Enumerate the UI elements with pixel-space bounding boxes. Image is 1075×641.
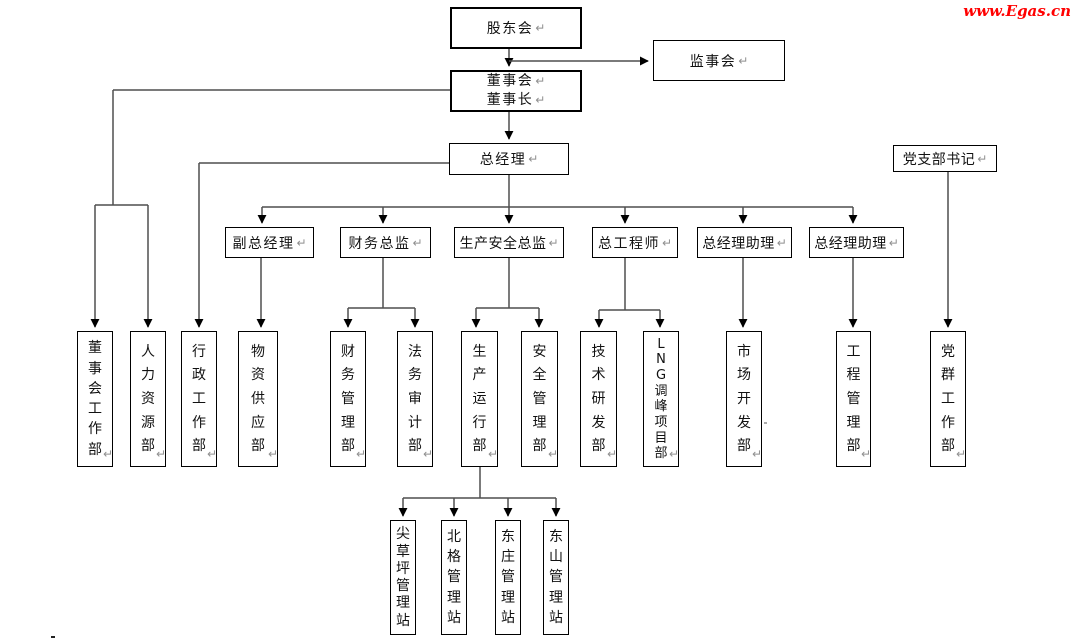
dept-hr: 人力资源部 ↵ [130,331,166,467]
stray-dot [764,422,767,424]
station-jiancaoping: 尖草坪管理站 [390,520,416,635]
node-label: 物资供应部 [251,343,265,455]
node-label: 党群工作部 [941,343,955,455]
return-mark: ↵ [860,447,871,461]
node-label: 总经理助理 [702,235,775,252]
dept-production-operation: 生产运行部 ↵ [461,331,498,467]
node-label: 行政工作部 [192,343,206,455]
dept-finance: 财务管理部 ↵ [330,331,366,467]
node-label: 安全管理部 [532,343,547,455]
node-general-manager: 总经理↵ [449,143,569,175]
return-mark: ↵ [955,447,966,461]
return-mark: ↵ [661,235,673,250]
node-label: 总经理 [479,152,527,168]
node-chief-engineer: 总工程师↵ [592,227,678,258]
node-board-chairman: 董事会↵ 董事长↵ [450,70,582,112]
node-label: 副总经理 [232,235,295,252]
node-label: 东庄管理站 [501,529,515,626]
dept-rd: 技术研发部 ↵ [580,331,617,467]
return-mark: ↵ [102,447,113,461]
node-supervisory-board: 监事会↵ [653,40,785,81]
node-label: 市场开发部 [737,343,751,455]
node-label: 董事长 [486,92,534,108]
node-deputy-gm: 副总经理↵ [225,227,314,258]
return-mark: ↵ [606,447,617,461]
return-mark: ↵ [535,74,546,88]
dept-market-development: 市场开发部 ↵ [726,331,762,467]
return-mark: ↵ [355,447,366,461]
return-mark: ↵ [487,447,498,461]
node-production-safety-director: 生产安全总监↵ [454,227,564,258]
stray-dot [51,636,55,638]
return-mark: ↵ [535,21,546,35]
node-label: 财务管理部 [341,343,355,455]
node-gm-assistant-1: 总经理助理↵ [697,227,792,258]
return-mark: ↵ [528,152,539,166]
arrow-wires [90,49,953,517]
return-mark: ↵ [206,447,217,461]
watermark: www.Egas.cn [963,2,1071,20]
return-mark: ↵ [548,235,559,250]
station-beige: 北格管理站 [441,520,467,635]
node-label: 党支部书记 [902,151,976,168]
return-mark: ↵ [155,447,166,461]
return-mark: ↵ [977,151,988,166]
node-label: 总工程师 [597,235,660,252]
return-mark: ↵ [888,235,899,250]
node-label: 股东会 [486,21,534,37]
plain-wires [95,89,853,499]
return-mark: ↵ [535,93,546,107]
node-party-branch-secretary: 党支部书记↵ [893,145,997,172]
node-label: 法务审计部 [408,343,422,455]
node-shareholders: 股东会↵ [450,7,582,49]
dept-legal-audit: 法务审计部 ↵ [397,331,433,467]
node-label: 人力资源部 [141,343,155,455]
return-mark: ↵ [668,447,679,461]
return-mark: ↵ [751,447,762,461]
node-label: 技术研发部 [591,343,606,455]
dept-administration: 行政工作部 ↵ [181,331,217,467]
station-dongzhuang: 东庄管理站 [495,520,521,635]
node-label: 东山管理站 [549,529,563,626]
return-mark: ↵ [738,53,749,68]
return-mark: ↵ [776,235,787,250]
return-mark: ↵ [422,447,433,461]
return-mark: ↵ [296,235,307,250]
node-gm-assistant-2: 总经理助理↵ [809,227,904,258]
dept-board-office: 董事会工作部 ↵ [77,331,113,467]
node-label: 生产安全总监 [459,235,547,252]
node-label: 董事会 [486,73,534,89]
node-label: 尖草坪管理站 [396,526,410,629]
node-label: 监事会 [689,53,737,70]
dept-engineering: 工程管理部 ↵ [836,331,871,467]
node-label: 工程管理部 [846,343,861,455]
node-label: 董事会工作部 [88,340,102,458]
station-dongshan: 东山管理站 [543,520,569,635]
return-mark: ↵ [412,235,423,250]
dept-materials-supply: 物资供应部 ↵ [238,331,278,467]
return-mark: ↵ [547,447,558,461]
node-label: 北格管理站 [447,529,461,626]
return-mark: ↵ [267,447,278,461]
node-label: 生产运行部 [472,343,487,455]
node-cfo: 财务总监↵ [340,227,431,258]
node-label: 总经理助理 [814,235,887,252]
dept-party-masses: 党群工作部 ↵ [930,331,966,467]
dept-safety: 安全管理部 ↵ [521,331,558,467]
node-label: 财务总监 [348,235,411,252]
